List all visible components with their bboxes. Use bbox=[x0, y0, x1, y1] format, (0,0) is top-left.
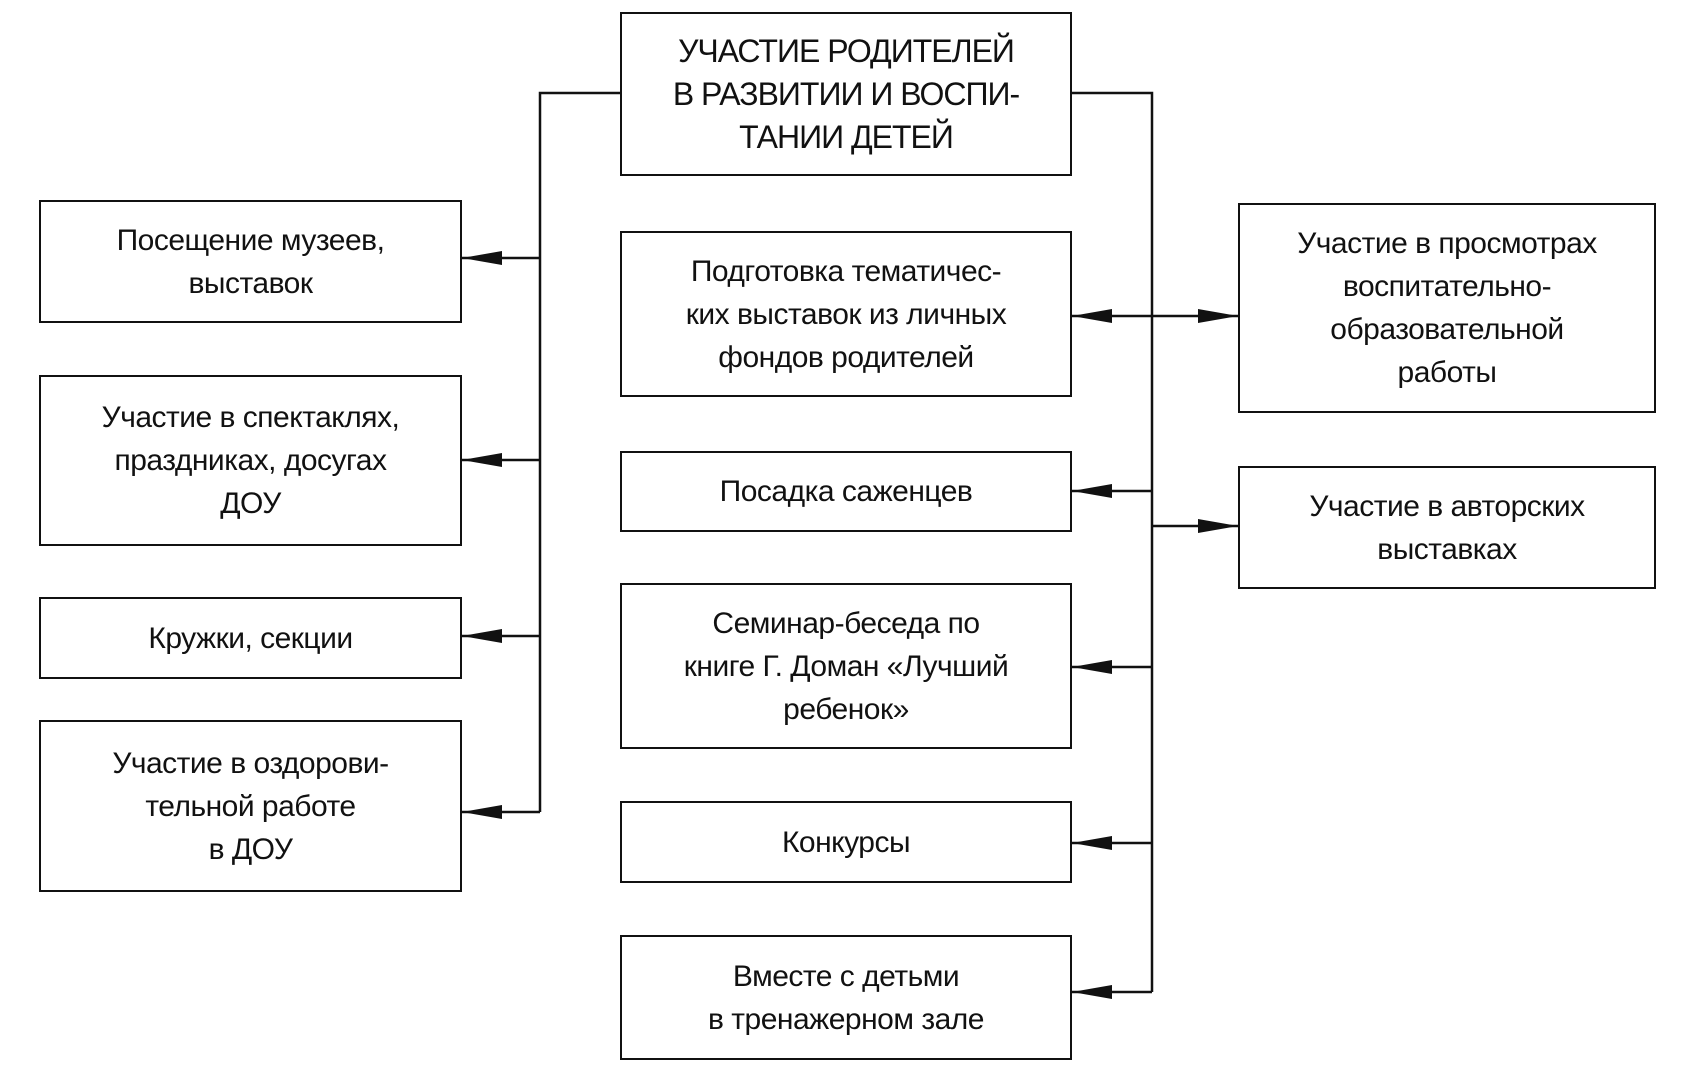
box-contests: Конкурсы bbox=[620, 801, 1072, 883]
box-health-work: Участие в оздорови- тельной работе в ДОУ bbox=[39, 720, 462, 892]
box-clubs: Кружки, секции bbox=[39, 597, 462, 679]
left-trunk-line bbox=[538, 91, 620, 812]
title-box: УЧАСТИЕ РОДИТЕЛЕЙ В РАЗВИТИИ И ВОСПИ- ТА… bbox=[620, 12, 1072, 176]
box-thematic-exhibitions: Подготовка тематичес- ких выставок из ли… bbox=[620, 231, 1072, 397]
box-viewings: Участие в просмотрах воспитательно- обра… bbox=[1238, 203, 1656, 413]
box-museums: Посещение музеев, выставок bbox=[39, 200, 462, 323]
box-author-exhibitions: Участие в авторских выставках bbox=[1238, 466, 1656, 589]
right-trunk-line bbox=[1070, 91, 1154, 992]
box-gym: Вместе с детьми в тренажерном зале bbox=[620, 935, 1072, 1060]
box-performances: Участие в спектаклях, праздниках, досуга… bbox=[39, 375, 462, 546]
box-seminar: Семинар-беседа по книге Г. Доман «Лучший… bbox=[620, 583, 1072, 749]
box-planting: Посадка саженцев bbox=[620, 451, 1072, 532]
